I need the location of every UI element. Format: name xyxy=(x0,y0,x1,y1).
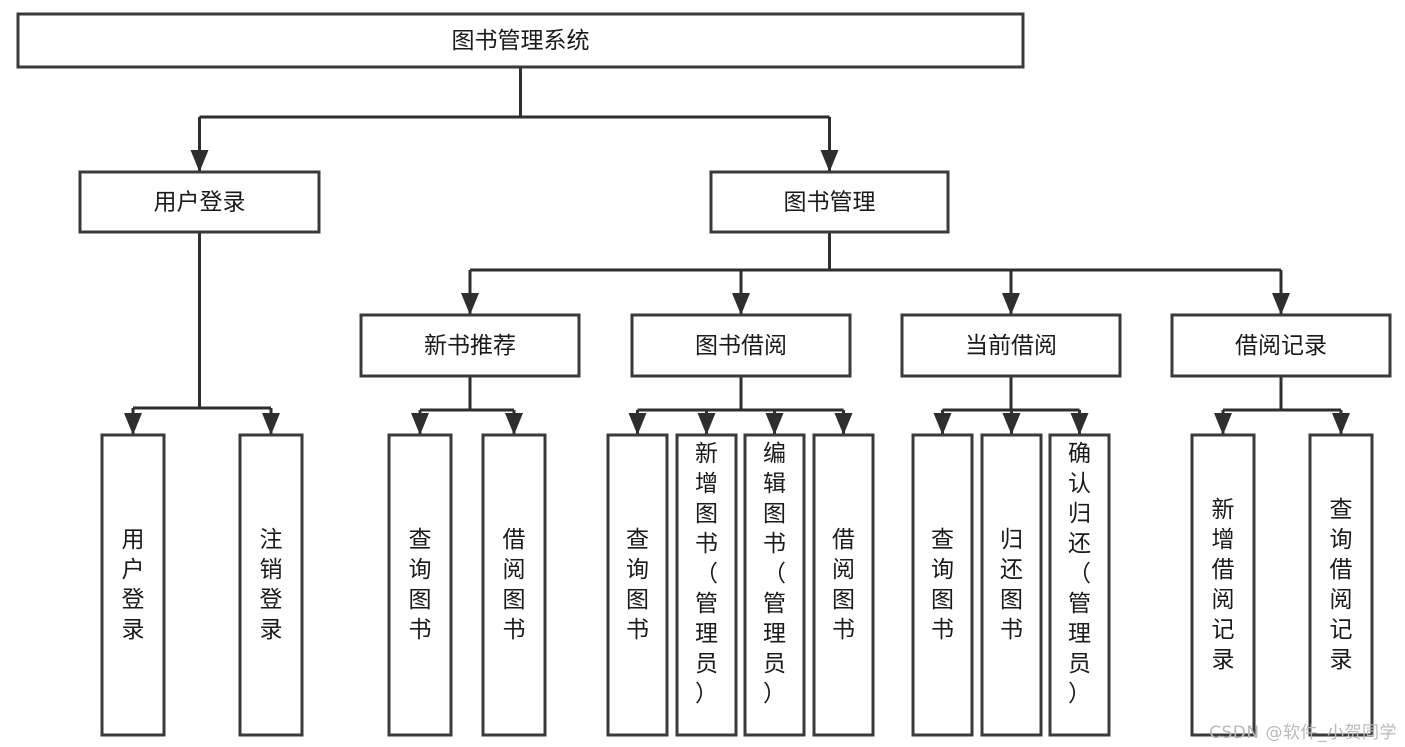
node-box[interactable] xyxy=(1170,313,1392,378)
node-box[interactable] xyxy=(1190,433,1256,737)
node-box[interactable] xyxy=(1048,433,1111,737)
node-label: 借阅记录 xyxy=(1235,333,1327,359)
arrow-head-icon xyxy=(1070,413,1089,435)
arrow-head-icon xyxy=(628,413,647,435)
node-label: 新书推荐 xyxy=(424,333,516,359)
arrow-head-icon xyxy=(190,150,209,172)
node-root[interactable]: 图书管理系统 xyxy=(16,12,1025,69)
node-new-book-recommend[interactable]: 新书推荐 xyxy=(359,313,581,378)
arrow-head-icon xyxy=(461,293,479,315)
node-label: 图书借阅 xyxy=(695,333,787,359)
arrow-head-icon xyxy=(697,413,716,435)
node-box[interactable] xyxy=(359,313,581,378)
node-box[interactable] xyxy=(675,433,738,737)
node-box[interactable] xyxy=(481,433,547,737)
node-label: 编辑图书（管理员） xyxy=(763,441,786,707)
node-label: 借阅图书 xyxy=(832,527,855,643)
arrow-head-icon xyxy=(820,150,839,172)
node-leaf-add-borrow-record[interactable]: 新增借阅记录 xyxy=(1190,433,1256,737)
node-box[interactable] xyxy=(606,433,669,737)
arrow-head-icon xyxy=(732,293,750,315)
node-box[interactable] xyxy=(100,433,166,737)
node-leaf-logout[interactable]: 注销登录 xyxy=(238,433,304,737)
node-box[interactable] xyxy=(387,433,453,737)
node-label: 查询图书 xyxy=(931,527,954,643)
node-box[interactable] xyxy=(911,433,974,737)
node-label: 新增借阅记录 xyxy=(1212,497,1235,673)
node-box[interactable] xyxy=(980,433,1043,737)
node-leaf-query-borrow-record[interactable]: 查询借阅记录 xyxy=(1308,433,1374,737)
node-box[interactable] xyxy=(1308,433,1374,737)
node-label: 查询图书 xyxy=(409,527,432,643)
node-leaf-edit-book-admin[interactable]: 编辑图书（管理员） xyxy=(743,433,806,737)
node-label: 借阅图书 xyxy=(503,527,526,643)
arrow-head-icon xyxy=(1272,293,1290,315)
node-box[interactable] xyxy=(812,433,875,737)
arrow-head-icon xyxy=(411,413,429,435)
arrow-head-icon xyxy=(505,413,523,435)
node-label: 查询图书 xyxy=(626,527,649,643)
node-book-manage[interactable]: 图书管理 xyxy=(709,170,950,234)
node-leaf-query-book-borrow[interactable]: 查询图书 xyxy=(606,433,669,737)
node-leaf-user-login[interactable]: 用户登录 xyxy=(100,433,166,737)
node-leaf-query-book-current[interactable]: 查询图书 xyxy=(911,433,974,737)
node-leaf-add-book-admin[interactable]: 新增图书（管理员） xyxy=(675,433,738,737)
node-leaf-borrow-book[interactable]: 借阅图书 xyxy=(812,433,875,737)
arrow-head-icon xyxy=(834,413,853,435)
node-leaf-borrow-book-recommend[interactable]: 借阅图书 xyxy=(481,433,547,737)
node-leaf-return-book[interactable]: 归还图书 xyxy=(980,433,1043,737)
node-leaf-confirm-return-admin[interactable]: 确认归还（管理员） xyxy=(1048,433,1111,737)
arrow-head-icon xyxy=(1002,293,1020,315)
node-borrow-record[interactable]: 借阅记录 xyxy=(1170,313,1392,378)
node-current-borrow[interactable]: 当前借阅 xyxy=(900,313,1122,378)
node-label: 注销登录 xyxy=(260,527,283,643)
node-book-borrow[interactable]: 图书借阅 xyxy=(630,313,852,378)
node-box[interactable] xyxy=(743,433,806,737)
node-label: 确认归还（管理员） xyxy=(1068,441,1091,707)
arrow-head-icon xyxy=(124,413,142,435)
edges-layer xyxy=(124,67,1350,435)
node-label: 归还图书 xyxy=(1000,527,1023,643)
node-box[interactable] xyxy=(630,313,852,378)
nodes-layer: 图书管理系统用户登录图书管理新书推荐图书借阅当前借阅借阅记录用户登录注销登录查询… xyxy=(16,12,1392,737)
node-label: 用户登录 xyxy=(122,527,145,643)
node-label: 新增图书（管理员） xyxy=(695,441,718,707)
node-box[interactable] xyxy=(709,170,950,234)
node-leaf-query-book-recommend[interactable]: 查询图书 xyxy=(387,433,453,737)
node-box[interactable] xyxy=(16,12,1025,69)
node-label: 图书管理系统 xyxy=(452,28,590,54)
arrow-head-icon xyxy=(933,413,952,435)
node-box[interactable] xyxy=(238,433,304,737)
node-label: 用户登录 xyxy=(154,190,246,216)
arrow-head-icon xyxy=(1214,413,1232,435)
node-box[interactable] xyxy=(78,170,321,234)
arrow-head-icon xyxy=(1332,413,1350,435)
arrow-head-icon xyxy=(262,413,280,435)
node-label: 图书管理 xyxy=(784,190,876,216)
node-label: 查询借阅记录 xyxy=(1330,497,1353,673)
arrow-head-icon xyxy=(765,413,784,435)
node-user-login[interactable]: 用户登录 xyxy=(78,170,321,234)
arrow-head-icon xyxy=(1002,413,1021,435)
node-label: 当前借阅 xyxy=(965,333,1057,359)
node-box[interactable] xyxy=(900,313,1122,378)
